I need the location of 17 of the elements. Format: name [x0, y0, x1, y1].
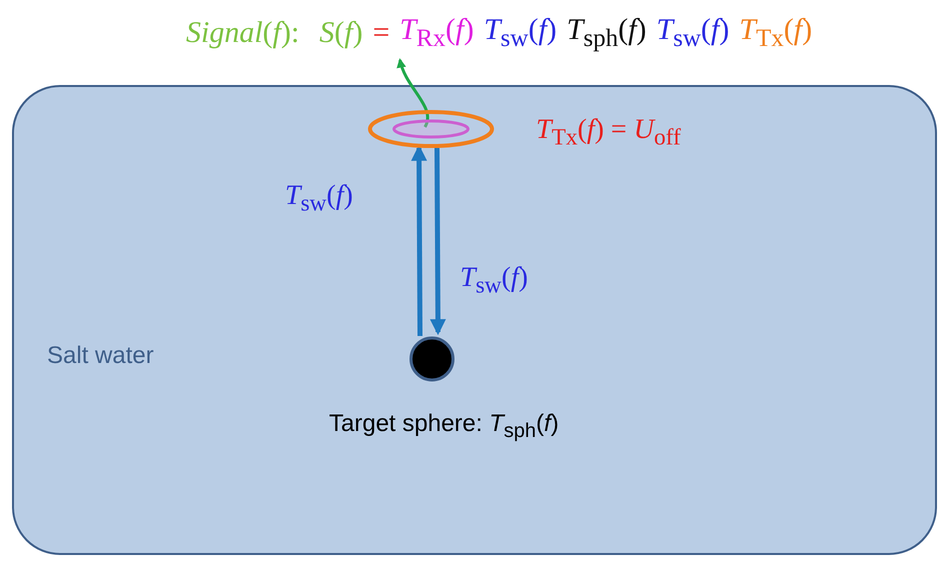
- water-region: [12, 85, 937, 555]
- formula-text: T$_{sph}$(f): [566, 13, 646, 53]
- arrow: [430, 148, 446, 336]
- formula-text: Signal(f):: [186, 16, 300, 50]
- edge-label: T$_{sw}$(f): [460, 262, 528, 300]
- formula-text: T$_{sw}$(f): [484, 13, 557, 53]
- arrow: [411, 144, 428, 336]
- formula-text: S(f): [319, 16, 363, 50]
- formula-text: T$_{Tx}$(f): [739, 13, 812, 53]
- sphere-caption: Target sphere: T$_{sph}$(f): [329, 410, 559, 443]
- edge-label: T$_{sw}$(f): [285, 180, 353, 218]
- region-label: Salt water: [47, 342, 154, 370]
- transmit-formula: T$_{Tx}$(f) = U$_{off}$: [536, 114, 681, 152]
- arrow: [397, 58, 430, 128]
- formula-text: T$_{Rx}$(f): [400, 13, 474, 53]
- formula-text: =: [372, 16, 390, 50]
- formula-text: T$_{sw}$(f): [656, 13, 730, 53]
